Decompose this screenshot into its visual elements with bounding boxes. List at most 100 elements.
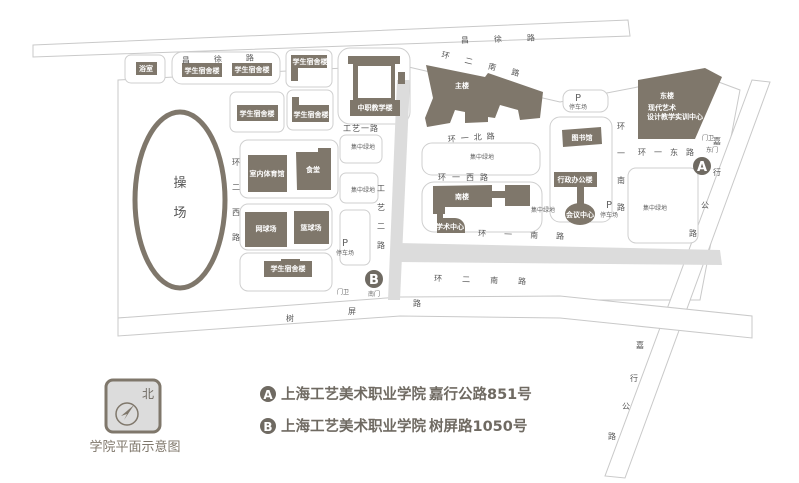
dorm-5[interactable]: 学生宿舍楼 <box>292 97 329 122</box>
dorm-4[interactable]: 学生宿舍楼 <box>237 105 278 121</box>
conference-center[interactable]: 会议中心 <box>565 203 595 225</box>
building-label: 室内体育馆 <box>250 169 285 178</box>
building-label: 南楼 <box>455 192 469 201</box>
south-building[interactable]: 南楼 <box>433 185 530 214</box>
changxu-road-label: 昌徐路 <box>461 32 560 45</box>
building-label: 学生宿舍楼 <box>294 110 329 119</box>
parking-icon: P <box>606 200 612 211</box>
building-label: 中职教学楼 <box>358 103 393 112</box>
bathhouse[interactable]: 浴室 <box>136 62 157 75</box>
admin-building[interactable]: 行政办公楼 <box>554 172 597 205</box>
parking-icon: P <box>342 238 348 249</box>
building-label: 学生宿舍楼 <box>293 57 328 66</box>
svg-text:树屏路1050号: 树屏路1050号 <box>429 417 527 435</box>
north-arrow-icon <box>121 405 134 420</box>
parking-icon: P <box>575 93 581 104</box>
changxu-road <box>32 19 631 58</box>
block <box>339 172 379 204</box>
compass: 北 <box>104 378 162 434</box>
main-building[interactable]: 主楼 <box>425 65 543 127</box>
block <box>627 167 699 244</box>
building-label: 图书馆 <box>572 133 593 142</box>
building-label: 东楼 <box>660 91 674 100</box>
svg-text:公: 公 <box>622 402 630 411</box>
huan-dong-vertical-road-label: 环一南路 <box>617 122 626 230</box>
green-area-label: 集中绿地 <box>470 153 494 161</box>
sports-track <box>132 109 228 291</box>
svg-text:公: 公 <box>701 201 709 210</box>
parking-label: 停车场 <box>600 211 618 219</box>
south-gate-marker[interactable]: B 南门 <box>365 270 383 298</box>
tennis-court[interactable]: 网球场 <box>245 212 287 247</box>
huan2nan-road-label: 环二南路 <box>434 273 546 287</box>
dorm-3[interactable]: 学生宿舍楼 <box>291 55 328 81</box>
legend-entry-b: B 上海工艺美术职业学院 树屏路1050号 <box>260 417 527 435</box>
svg-text:嘉行公路851号: 嘉行公路851号 <box>429 385 532 403</box>
changxu-road-label: 昌徐路 <box>182 52 278 65</box>
jiaxing-road-label: 嘉行公路 嘉行公路 <box>608 136 721 441</box>
dorm-2[interactable]: 学生宿舍楼 <box>232 63 272 76</box>
dorm-6[interactable]: 学生宿舍楼 <box>264 259 312 277</box>
building-label: 学术中心 <box>436 222 464 231</box>
svg-text:嘉: 嘉 <box>713 136 721 146</box>
green-area-label: 集中绿地 <box>531 206 555 214</box>
parking-label: 停车场 <box>336 249 354 257</box>
huan1dong-road-label: 环一东路 <box>638 147 702 157</box>
map-title: 学院平面示意图 <box>89 439 180 455</box>
east-gate-marker[interactable]: A 东门 <box>693 146 718 175</box>
gongyi1-road-label: 工艺一路 <box>343 123 379 133</box>
huan2xi-road-label: 环二西路 <box>232 158 241 258</box>
shuping-road-label: 树屏路 <box>286 298 421 323</box>
svg-text:行: 行 <box>713 167 721 177</box>
academic-center[interactable]: 学术中心 <box>436 208 465 233</box>
canteen[interactable]: 食堂 <box>296 148 331 190</box>
canal-vertical <box>388 80 410 300</box>
svg-text:A: A <box>697 160 707 175</box>
guard-label: 门卫 <box>337 288 349 296</box>
library[interactable]: 图书馆 <box>562 127 602 147</box>
building-label: 浴室 <box>139 64 153 73</box>
guard-label: 门卫 <box>702 134 714 142</box>
canal-horizontal <box>398 243 722 265</box>
building-label: 主楼 <box>455 81 469 90</box>
basketball-court[interactable]: 篮球场 <box>294 211 329 244</box>
huan1nan-road-label: 环一南路 <box>478 228 582 242</box>
parking-label: 停车场 <box>569 103 587 111</box>
gongyi2-road-label: 工艺二路 <box>377 184 386 260</box>
huan1bei-road-label: 环一北路 <box>447 130 500 144</box>
building-label: 会议中心 <box>566 210 594 219</box>
building-label: 篮球场 <box>300 223 322 232</box>
east-gate-label: 东门 <box>706 146 718 154</box>
indoor-gym[interactable]: 室内体育馆 <box>248 155 287 192</box>
block <box>339 209 371 266</box>
track-label: 场 <box>173 206 186 221</box>
building-label: 学生宿舍楼 <box>240 109 275 118</box>
huan1xi-road-label: 环一西路 <box>438 172 494 182</box>
dorm-1[interactable]: 学生宿舍楼 <box>182 63 222 77</box>
building-label: 食堂 <box>305 165 320 174</box>
building-label: 学生宿舍楼 <box>185 66 220 75</box>
block <box>421 142 541 176</box>
legend-entry-a: A 上海工艺美术职业学院 嘉行公路851号 <box>260 385 532 403</box>
svg-text:上海工艺美术职业学院: 上海工艺美术职业学院 <box>281 417 426 435</box>
block <box>339 134 383 164</box>
building-label: 学生宿舍楼 <box>271 264 306 273</box>
block <box>562 89 609 113</box>
svg-text:路: 路 <box>689 228 697 238</box>
green-area-label: 集中绿地 <box>643 204 667 212</box>
north-label: 北 <box>142 387 154 401</box>
building-label: 学生宿舍楼 <box>235 65 270 74</box>
green-area-label: 集中绿地 <box>351 143 375 151</box>
vocational-building[interactable]: 中职教学楼 <box>348 56 405 116</box>
shuping-road <box>117 295 753 339</box>
svg-text:树: 树 <box>286 313 294 323</box>
svg-text:B: B <box>263 420 272 434</box>
building-label: 网球场 <box>256 224 277 233</box>
green-area-label: 集中绿地 <box>351 186 375 194</box>
south-gate-label: 南门 <box>368 290 380 298</box>
track-label: 操 <box>173 175 186 191</box>
compass-icon <box>115 402 139 426</box>
svg-text:嘉: 嘉 <box>636 340 644 350</box>
